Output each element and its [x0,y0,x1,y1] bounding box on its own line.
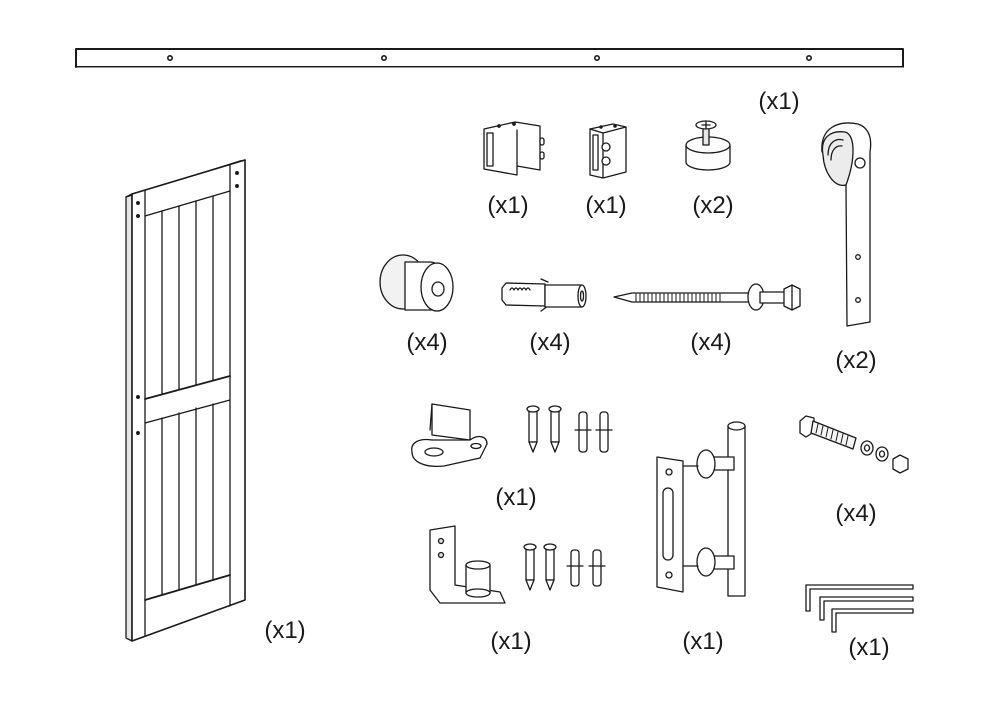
quantity-door-handle: (x1) [682,628,724,655]
quantity-hex-bolt-set: (x4) [835,500,877,527]
quantity-hanger-strap: (x2) [835,347,877,374]
rail-hole [593,54,600,61]
hex-bolt-set-drawing [799,415,909,474]
track-end-stop-right-drawing [589,123,627,179]
quantity-door-panel: (x1) [264,617,306,644]
quantity-anti-jump-disc: (x2) [692,192,734,219]
screws-and-anchors-upper [526,405,613,453]
screws-and-anchors-lower [523,543,606,591]
quantity-floor-guide-roller: (x1) [490,628,532,655]
door-handle-drawing [656,421,746,597]
quantity-track-end-stop-left: (x1) [487,192,529,219]
quantity-hex-key-set: (x1) [848,634,890,661]
rail-hole [805,54,812,61]
quantity-track-rail: (x1) [758,88,800,115]
track-end-stop-left-drawing [483,121,545,176]
rail-hole [380,54,387,61]
hanger-strap-drawing [821,122,872,327]
wall-anchor-drawing [501,278,587,312]
lag-bolt-drawing [613,283,801,311]
quantity-spacer: (x4) [406,329,448,356]
track-rail-drawing [75,48,904,68]
floor-guide-t-drawing [411,403,488,468]
quantity-track-end-stop-right: (x1) [585,192,627,219]
anti-jump-disc-drawing [685,120,731,171]
floor-guide-roller-drawing [429,525,506,604]
rail-hole [167,54,174,61]
door-panel-drawing [125,159,246,642]
quantity-lag-bolt: (x4) [690,329,732,356]
quantity-wall-anchor: (x4) [529,329,571,356]
spacer-drawing [379,254,454,312]
hex-key-set-drawing [805,584,914,633]
quantity-floor-guide-t: (x1) [495,484,537,511]
